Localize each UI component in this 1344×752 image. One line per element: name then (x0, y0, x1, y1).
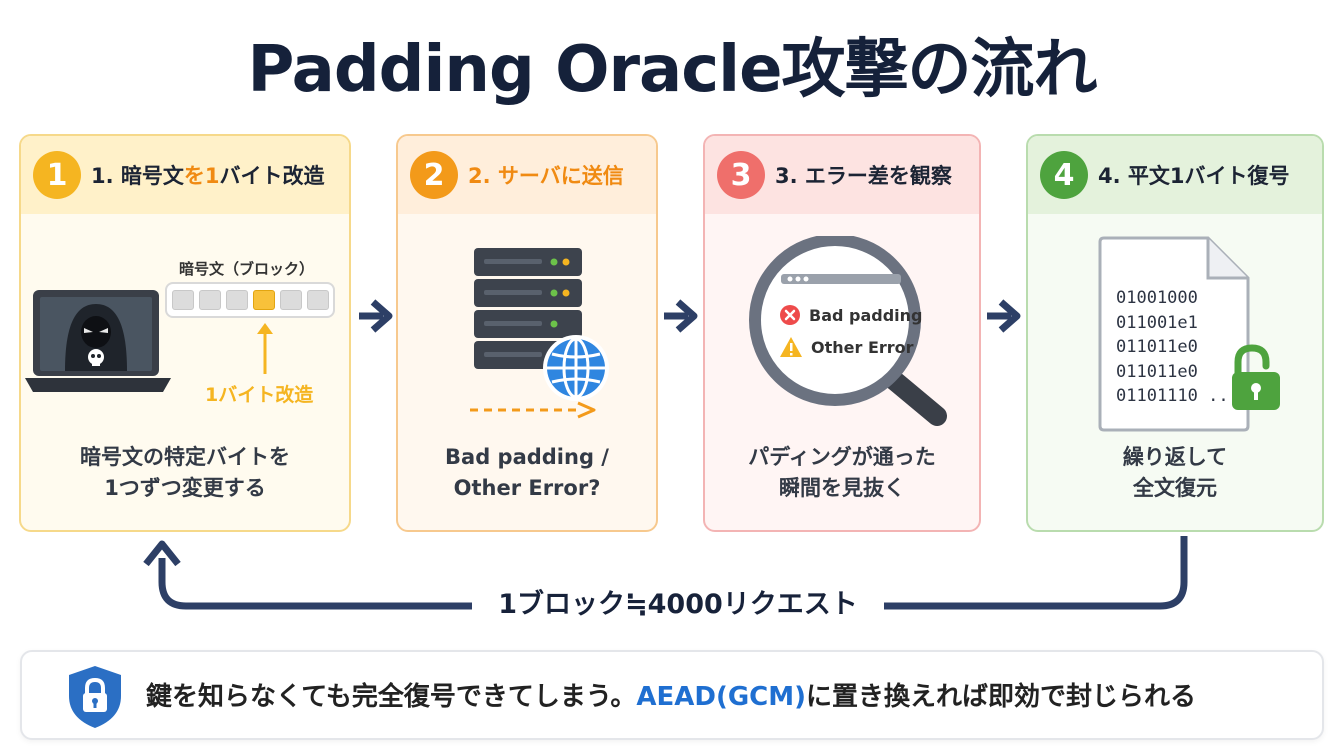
step-title-1-prefix: 1. 暗号文 (91, 164, 184, 188)
step-header-1: 1 1. 暗号文を1バイト改造 (21, 136, 349, 214)
step-caption-1-line1: 暗号文の特定バイトを (80, 445, 290, 469)
bad-padding-row: Bad padding (779, 304, 923, 326)
cipher-byte-modified (252, 290, 275, 310)
cipher-byte (279, 290, 302, 310)
modify-byte-label: 1バイト改造 (205, 384, 314, 406)
binary-line: 011011e0 (1116, 337, 1198, 357)
other-error-text: Other Error (811, 337, 914, 357)
hacker-laptop-icon (25, 290, 171, 392)
magnifier-icon (749, 236, 947, 426)
step-card-3: 3 3. エラー差を観察 Bad padding Other Error (703, 134, 981, 532)
step-caption-4: 繰り返して 全文復元 (1028, 442, 1322, 504)
summary-text-after: に置き換えれば即効で封じられる (806, 682, 1197, 712)
step-caption-1: 暗号文の特定バイトを 1つずつ変更する (21, 442, 349, 504)
other-error-row: Other Error (779, 336, 914, 358)
step-body-1: 暗号文（ブロック） 1バイト改造 暗号文の特定バイトを 1つずつ変更する (21, 214, 349, 530)
step-card-4: 4 4. 平文1バイト復号 01001000 011001e1 011011e0… (1026, 134, 1324, 532)
step-caption-4-line1: 繰り返して (1122, 445, 1228, 469)
cipher-byte (225, 290, 248, 310)
step-caption-2-line1: Bad padding / (445, 445, 609, 469)
ciphertext-block-label: 暗号文（ブロック） (179, 260, 315, 278)
error-x-icon (780, 305, 800, 325)
bad-padding-text: Bad padding (809, 305, 923, 325)
step-card-1: 1 1. 暗号文を1バイト改造 暗号文（ブロック） (19, 134, 351, 532)
decrypted-binary: 01001000 011001e1 011011e0 011011e0 0110… (1116, 286, 1239, 409)
step-header-3: 3 3. エラー差を観察 (705, 136, 979, 214)
step-number-badge-4: 4 (1040, 151, 1088, 199)
step-title-4: 4. 平文1バイト復号 (1098, 164, 1290, 188)
request-count-label: 1ブロック≒4000リクエスト (472, 582, 884, 621)
step-caption-2-line2: Other Error? (453, 476, 601, 500)
binary-line: 011011e0 (1116, 361, 1198, 382)
flow-arrow-icon (664, 299, 698, 333)
page-title: Padding Oracle攻撃の流れ (247, 33, 1097, 107)
document-icon (1098, 236, 1250, 432)
step-caption-3-line2: 瞬間を見抜く (779, 476, 905, 500)
step-title-1: 1. 暗号文を1バイト改造 (91, 160, 325, 190)
summary-text-accent: AEAD(GCM) (636, 682, 807, 712)
step-body-4: 01001000 011001e1 011011e0 011011e0 0110… (1028, 214, 1322, 530)
step-number-badge-3: 3 (717, 151, 765, 199)
step-number-badge-2: 2 (410, 151, 458, 199)
step-title-1-suffix: バイト改造 (219, 164, 325, 188)
step-caption-3-line1: パディングが通った (748, 445, 936, 469)
summary-text-before: 鍵を知らなくても完全復号できてしまう。 (146, 682, 637, 712)
step-body-3: Bad padding Other Error パディングが通った 瞬間を見抜く (705, 214, 979, 530)
flow-arrow-icon (359, 299, 393, 333)
cipher-byte (171, 290, 194, 310)
shield-lock-icon (69, 666, 121, 728)
step-header-4: 4 4. 平文1バイト復号 (1028, 136, 1322, 214)
step-title-3: 3. エラー差を観察 (775, 164, 952, 188)
ciphertext-block (165, 282, 335, 318)
binary-line: 01001000 (1116, 288, 1198, 308)
summary-banner: 鍵を知らなくても完全復号できてしまう。AEAD(GCM)に置き換えれば即効で封じ… (20, 650, 1324, 740)
step-title-2: 2. サーバに送信 (468, 164, 624, 188)
unlocked-padlock-icon (1232, 344, 1280, 410)
server-globe-icon (474, 248, 609, 401)
up-arrow-icon (257, 323, 273, 374)
step-number-badge-1: 1 (33, 151, 81, 199)
flow-arrow-icon (987, 299, 1021, 333)
step-caption-2: Bad padding / Other Error? (398, 442, 656, 504)
step-card-2: 2 2. サーバに送信 Bad pad (396, 134, 658, 532)
warning-icon (780, 337, 802, 357)
dashed-send-arrow-icon (470, 401, 596, 419)
binary-line: 011001e1 (1116, 312, 1198, 333)
step-header-2: 2 2. サーバに送信 (398, 136, 656, 214)
step-caption-3: パディングが通った 瞬間を見抜く (705, 442, 979, 504)
step-caption-1-line2: 1つずつ変更する (104, 476, 266, 500)
step-caption-4-line2: 全文復元 (1133, 476, 1217, 500)
cipher-byte (306, 290, 329, 310)
cipher-byte (198, 290, 221, 310)
binary-line: 01101110 ... (1116, 386, 1239, 406)
step-body-2: Bad padding / Other Error? (398, 214, 656, 530)
summary-text: 鍵を知らなくても完全復号できてしまう。AEAD(GCM)に置き換えれば即効で封じ… (146, 676, 1196, 713)
step-title-1-highlight: を1 (183, 164, 220, 188)
